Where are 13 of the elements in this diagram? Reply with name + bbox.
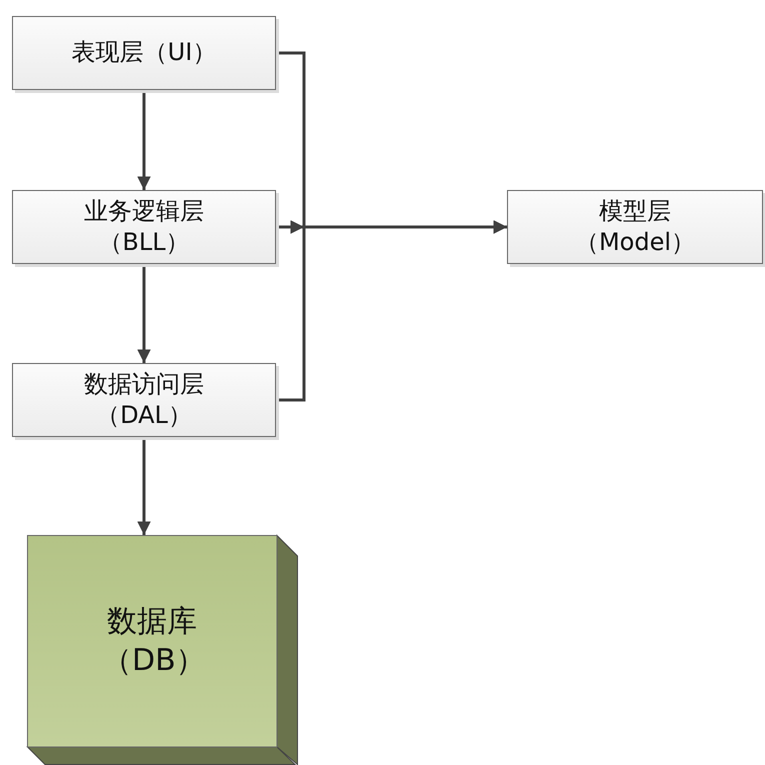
layer-label: 表现层（UI） [72, 37, 216, 68]
arrow [137, 90, 151, 190]
arrow [137, 264, 151, 363]
layer-label: 数据访问层（DAL） [83, 368, 205, 431]
layer-box [12, 16, 276, 90]
layer-box [12, 190, 276, 264]
layer-label: 业务逻辑层（BLL） [83, 196, 205, 258]
arrow [137, 437, 151, 535]
arrow [276, 220, 507, 402]
layer-box [507, 190, 763, 264]
layer-label: 数据库（DB） [102, 603, 202, 680]
layer-label: 模型层（Model） [574, 196, 696, 258]
layer-box [12, 363, 276, 437]
